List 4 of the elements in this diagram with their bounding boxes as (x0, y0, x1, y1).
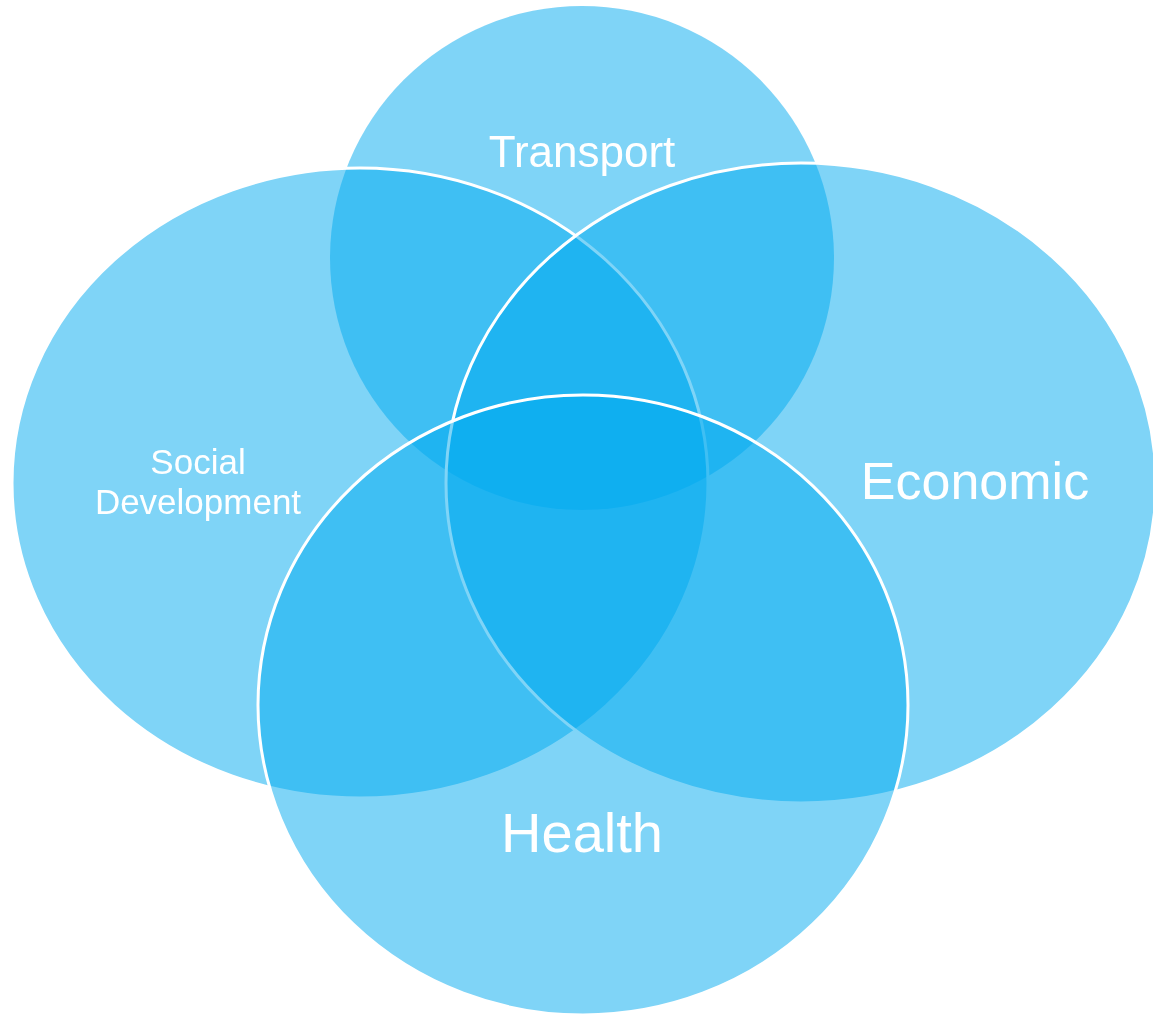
set-label: Economic (859, 452, 1091, 512)
set-label: Transport (487, 126, 677, 178)
set-label: Health (500, 800, 664, 866)
set-label: Social Development (93, 441, 303, 523)
